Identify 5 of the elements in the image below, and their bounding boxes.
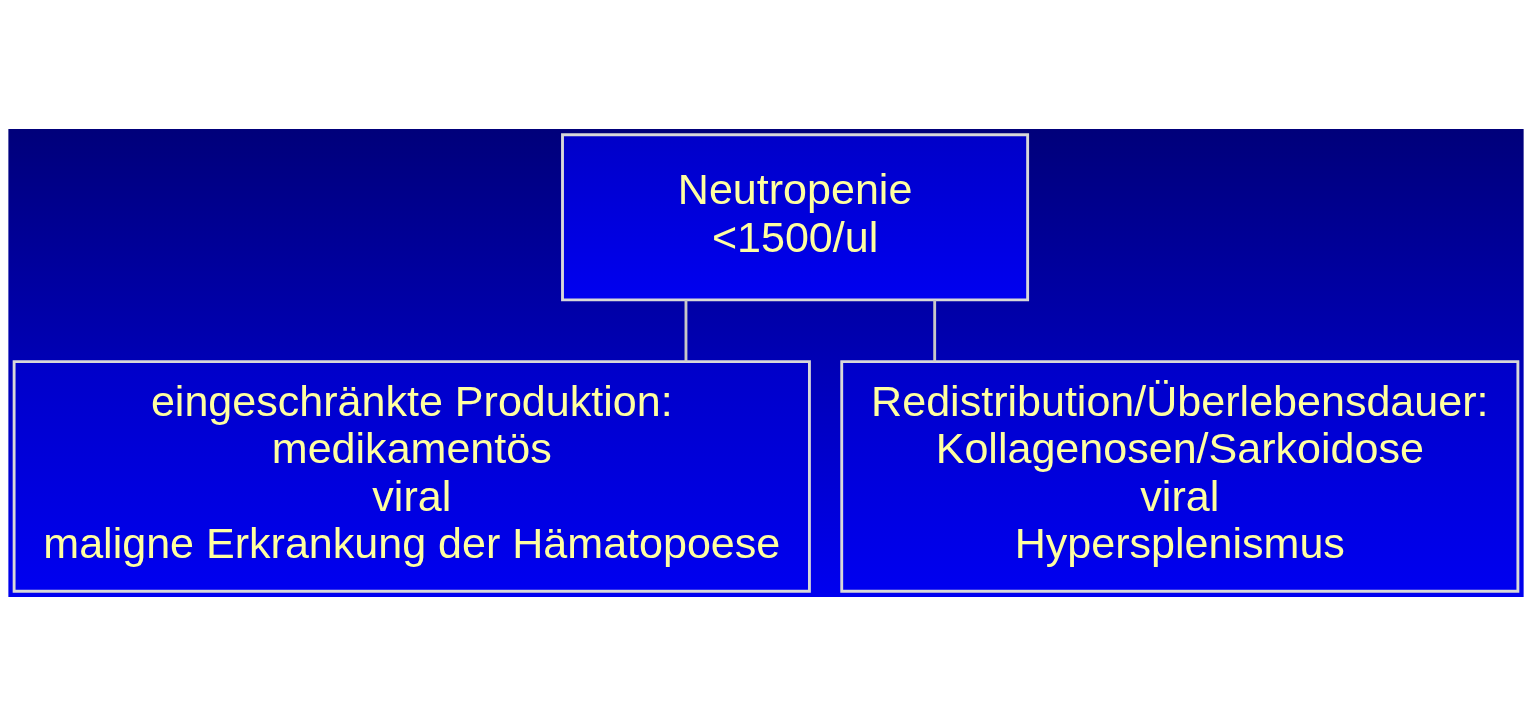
- node-box: eingeschränkte Produktion: medikamentös viral maligne Erkrankung der Hämatopoese: [12, 360, 811, 593]
- node-box: Redistribution/Überlebensdauer: Kollagenosen/Sarkoidose viral Hypersplenismus: [840, 360, 1520, 593]
- node-box: Neutropenie <1500/ul: [561, 133, 1030, 302]
- connector: [933, 300, 937, 362]
- connector: [684, 300, 688, 362]
